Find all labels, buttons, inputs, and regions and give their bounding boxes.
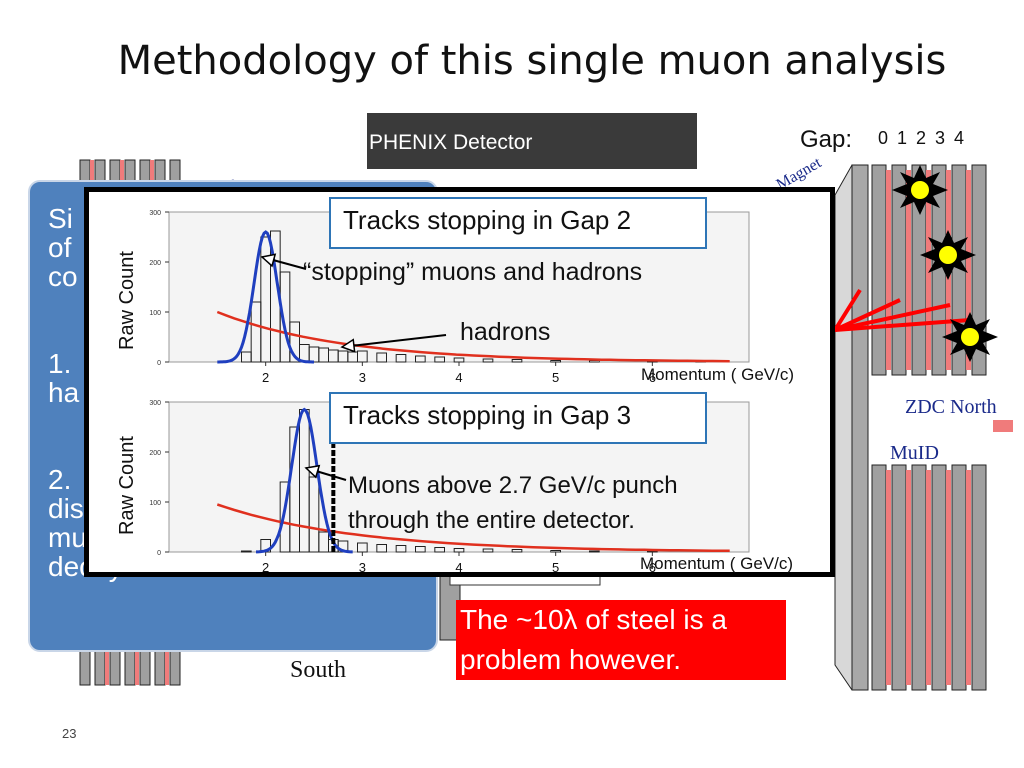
- summary-line: ha: [48, 377, 80, 408]
- summary-line: of: [48, 232, 72, 263]
- zdc-north-label: ZDC North: [905, 396, 997, 418]
- y-tick-label: 300: [149, 400, 161, 407]
- x-tick-label: 6: [649, 560, 656, 575]
- summary-line: mu: [48, 522, 87, 553]
- summary-line: 1.: [48, 348, 72, 379]
- y-axis-label: Raw Count: [116, 436, 138, 535]
- histogram-bar: [395, 545, 407, 553]
- page-number: 23: [62, 726, 77, 741]
- histogram-bar: [415, 546, 426, 553]
- y-tick-label: 0: [157, 360, 161, 367]
- hadrons-arrow-head: [340, 338, 356, 353]
- muid-label: MuID: [890, 442, 939, 464]
- x-tick-label: 4: [455, 370, 462, 385]
- y-axis-label: Raw Count: [116, 251, 138, 350]
- gap-numbers: 0 1 2 3 4: [878, 128, 967, 148]
- histogram-bar: [453, 548, 465, 553]
- histogram-bar: [482, 548, 494, 553]
- histogram-bar: [434, 547, 446, 553]
- summary-line: co: [48, 261, 78, 292]
- histogram-bar: [511, 549, 523, 553]
- gap2-title: Tracks stopping in Gap 2: [329, 197, 707, 249]
- histogram-bar: [376, 352, 388, 363]
- y-tick-label: 300: [149, 210, 161, 217]
- histogram-bar: [550, 550, 562, 553]
- punch-arrow-head: [304, 464, 321, 479]
- histogram-bar: [647, 551, 658, 553]
- histogram-bar: [453, 357, 465, 363]
- y-tick-label: 100: [149, 500, 161, 507]
- summary-line: Si: [48, 203, 73, 234]
- histogram-bar: [241, 550, 252, 553]
- histogram-bar: [434, 356, 446, 363]
- page-title: Methodology of this single muon analysis: [117, 38, 947, 84]
- stopping-bursts: [892, 165, 998, 362]
- hadrons-arrow: [341, 334, 447, 348]
- histogram-bar: [395, 354, 407, 363]
- x-tick-label: 5: [552, 370, 559, 385]
- stopping-annotation: “stopping” muons and hadrons: [303, 258, 643, 286]
- histogram-bar: [357, 350, 368, 363]
- punch-annotation-2: through the entire detector.: [348, 507, 635, 534]
- x-tick-label: 2: [262, 370, 269, 385]
- stopping-arrow-head: [260, 253, 277, 268]
- hadrons-annotation: hadrons: [460, 318, 551, 346]
- callout-line-1: The ~10λ of steel is a: [460, 604, 727, 635]
- y-tick-label: 100: [149, 310, 161, 317]
- exponential-fit-line: [216, 503, 730, 553]
- x-axis-label: Momentum ( GeV/c): [641, 365, 795, 384]
- histogram-bar: [511, 359, 523, 363]
- punch-annotation-1: Muons above 2.7 GeV/c punch: [348, 472, 678, 499]
- x-tick-label: 6: [649, 370, 656, 385]
- y-tick-label: 200: [149, 260, 161, 267]
- y-tick-label: 0: [157, 550, 161, 557]
- histogram-bar: [482, 358, 494, 363]
- summary-line: 2.: [48, 464, 72, 495]
- x-tick-label: 3: [359, 560, 366, 575]
- histogram-bar: [415, 355, 426, 363]
- histogram-bar: [589, 550, 600, 553]
- exponential-fit-line: [216, 310, 730, 363]
- gap3-title: Tracks stopping in Gap 3: [329, 392, 707, 444]
- gap-label: Gap:: [800, 126, 853, 153]
- detector-label: PHENIX Detector: [367, 113, 697, 169]
- y-tick-label: 200: [149, 450, 161, 457]
- gaussian-fit-line: [256, 407, 353, 554]
- north-muid-bars: [834, 164, 1013, 691]
- x-axis-label: Momentum ( GeV/c): [640, 554, 794, 573]
- histogram-bar: [279, 271, 291, 363]
- histogram-bar: [357, 542, 368, 553]
- x-tick-label: 4: [455, 560, 462, 575]
- x-tick-label: 5: [552, 560, 559, 575]
- histogram-bar: [550, 360, 562, 363]
- histogram-bar: [289, 321, 300, 363]
- x-tick-label: 2: [262, 560, 269, 575]
- histogram-bar: [376, 544, 388, 553]
- callout-line-2: problem however.: [460, 644, 682, 675]
- histogram-bar: [308, 476, 320, 553]
- south-label: South: [290, 657, 347, 683]
- gaussian-fit-line: [217, 230, 314, 364]
- muon-tracks: [833, 288, 971, 332]
- steel-callout: The ~10λ of steel is a problem however.: [456, 600, 786, 680]
- x-tick-label: 3: [359, 370, 366, 385]
- summary-line: dis: [48, 493, 84, 524]
